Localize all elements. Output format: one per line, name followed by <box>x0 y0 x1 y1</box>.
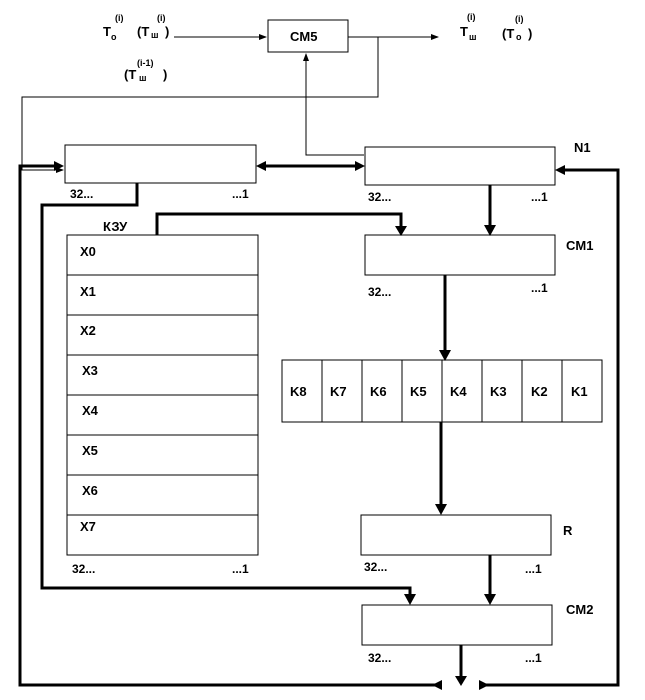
adder-cm1 <box>364 234 556 276</box>
output-label-t-o: (T o (i) ) <box>502 14 532 42</box>
kzu-row-x3: X3 <box>82 363 98 378</box>
r-label: R <box>563 523 573 538</box>
svg-text:(i): (i) <box>515 14 524 24</box>
r-right-bit: ...1 <box>525 562 542 576</box>
kzu-memory <box>66 234 259 556</box>
register-n2 <box>64 144 257 184</box>
kzu-row-x6: X6 <box>82 483 98 498</box>
cm1-left-bit: 32... <box>368 285 391 299</box>
bus-cm2-to-n2 <box>18 164 440 687</box>
sblock-k5: K5 <box>410 384 427 399</box>
input-label-t-o: T o (i) <box>103 13 124 42</box>
cm1-label: CM1 <box>566 238 593 253</box>
line-n1-to-cm5 <box>303 53 364 156</box>
svg-text:T: T <box>460 24 468 39</box>
cm1-right-bit: ...1 <box>531 281 548 295</box>
kzu-row-x7: X7 <box>80 519 96 534</box>
kzu-row-x0: X0 <box>80 244 96 259</box>
sblock-k8: K8 <box>290 384 307 399</box>
svg-text:): ) <box>165 24 169 39</box>
cm2-left-bit: 32... <box>368 651 391 665</box>
n1-right-bit: ...1 <box>531 190 548 204</box>
sblock-k2: K2 <box>531 384 548 399</box>
svg-text:(T: (T <box>124 67 136 82</box>
svg-text:(i): (i) <box>157 13 166 23</box>
sblock-k3: K3 <box>490 384 507 399</box>
line-cm5-to-n2 <box>21 37 379 173</box>
sblock-k4: K4 <box>450 384 467 399</box>
kzu-row-x4: X4 <box>82 403 99 418</box>
svg-text:ш: ш <box>469 32 477 42</box>
svg-text:): ) <box>528 26 532 41</box>
n1-left-bit: 32... <box>368 190 391 204</box>
arrow-n2-cm2 <box>40 183 412 596</box>
output-label-t-sh: T ш (i) <box>460 12 477 42</box>
svg-text:): ) <box>163 67 167 82</box>
n2-right-bit: ...1 <box>232 187 249 201</box>
adder-cm2 <box>361 604 553 646</box>
svg-text:ш: ш <box>139 73 147 83</box>
kzu-row-x1: X1 <box>80 284 96 299</box>
input-label-t-sh-prev: (T ш (i-1) ) <box>124 58 167 83</box>
svg-text:(i-1): (i-1) <box>137 58 154 68</box>
svg-text:T: T <box>103 24 111 39</box>
cm2-right-bit: ...1 <box>525 651 542 665</box>
n2-left-bit: 32... <box>70 187 93 201</box>
kzu-right-bit: ...1 <box>232 562 249 576</box>
input-label-t-sh: (T ш (i) ) <box>137 13 169 40</box>
svg-text:(T: (T <box>137 24 149 39</box>
register-r <box>360 514 552 556</box>
kzu-row-x2: X2 <box>80 323 96 338</box>
cm2-label: CM2 <box>566 602 593 617</box>
kzu-left-bit: 32... <box>72 562 95 576</box>
bus-cm2-to-n1 <box>480 168 620 687</box>
r-left-bit: 32... <box>364 560 387 574</box>
sblock-k7: K7 <box>330 384 347 399</box>
svg-text:(T: (T <box>502 26 514 41</box>
svg-text:o: o <box>516 32 522 42</box>
kzu-label: КЗУ <box>103 219 128 234</box>
sblock-row <box>281 359 603 423</box>
cm5-label: CM5 <box>290 29 317 44</box>
svg-text:o: o <box>111 32 117 42</box>
kzu-row-x5: X5 <box>82 443 98 458</box>
arrow-kzu-cm1 <box>155 212 403 235</box>
n1-label: N1 <box>574 140 591 155</box>
svg-text:ш: ш <box>151 30 159 40</box>
sblock-k1: K1 <box>571 384 588 399</box>
svg-text:(i): (i) <box>115 13 124 23</box>
cm5-block <box>267 19 349 53</box>
sblock-k6: K6 <box>370 384 387 399</box>
register-n1 <box>364 146 556 186</box>
svg-text:(i): (i) <box>467 12 476 22</box>
